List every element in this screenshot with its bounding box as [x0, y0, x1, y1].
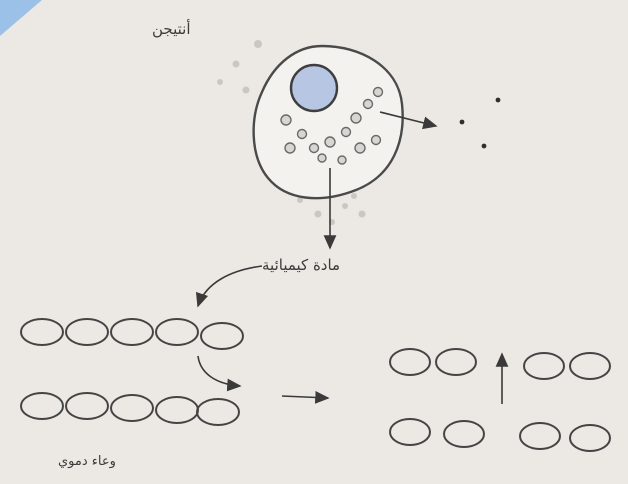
- vessel-gap-arrow: [197, 355, 242, 392]
- released-particles: [459, 97, 501, 149]
- vessel-permeable-bottom-row: [389, 418, 611, 452]
- vessel-normal-bottom-row: [20, 392, 240, 426]
- transition-arrow: [281, 391, 330, 404]
- antigen-label: أنتيجن: [152, 20, 191, 38]
- chemical-to-vessel-arrow: [195, 265, 263, 308]
- cell-granules: [280, 86, 384, 165]
- chemical-substance-label: مادة كيميائية: [262, 256, 341, 274]
- blood-vessel-label: وعاء دموي: [58, 454, 116, 469]
- vessel-normal-top-row: [20, 318, 244, 350]
- corner-accent: [0, 0, 42, 36]
- vessel-permeable: [389, 348, 611, 452]
- release-arrow: [379, 111, 438, 130]
- cell-nucleus: [289, 63, 339, 113]
- vessel-normal: [20, 318, 244, 426]
- vessel-permeable-top-row: [389, 348, 611, 380]
- mast-cell: [252, 44, 404, 200]
